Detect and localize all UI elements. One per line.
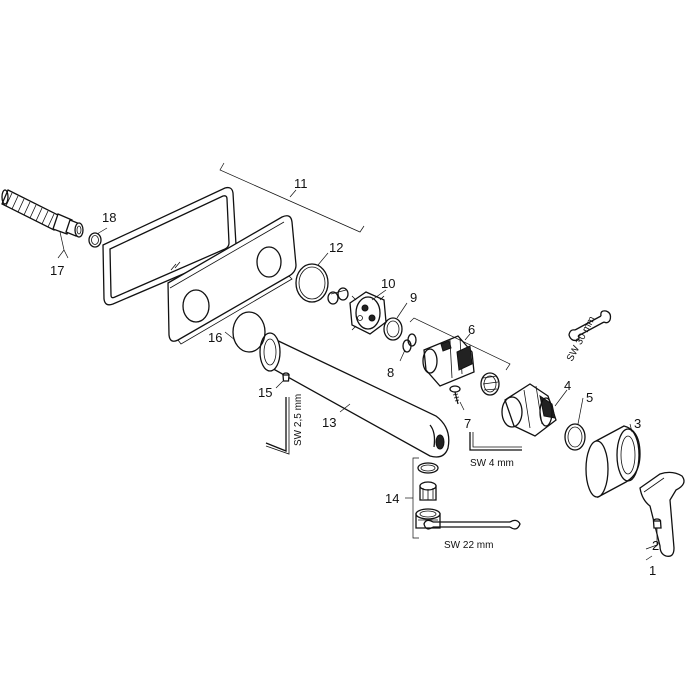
part-16-backing-seal bbox=[232, 311, 266, 353]
label-part-10: 10 bbox=[381, 276, 395, 291]
label-part-15: 15 bbox=[258, 385, 272, 400]
small-fittings bbox=[327, 287, 349, 305]
part-9-o-ring bbox=[383, 317, 403, 341]
label-part-1: 1 bbox=[649, 563, 656, 578]
part-2-grub-screw bbox=[652, 518, 662, 529]
label-part-4: 4 bbox=[564, 378, 571, 393]
wrench-30mm bbox=[568, 310, 612, 342]
label-sw-4: SW 4 mm bbox=[470, 458, 514, 469]
label-part-6: 6 bbox=[468, 322, 475, 337]
part-17-flexible-hose bbox=[1, 189, 84, 238]
part-7-screw bbox=[449, 385, 461, 405]
label-part-14: 14 bbox=[385, 491, 399, 506]
part-18-o-ring bbox=[88, 232, 102, 248]
part-8-small-rings bbox=[402, 333, 417, 353]
label-part-7: 7 bbox=[464, 416, 471, 431]
label-part-3: 3 bbox=[634, 416, 641, 431]
hex-key-2-5mm bbox=[265, 397, 290, 455]
part-4-valve-sleeve bbox=[501, 383, 557, 437]
label-sw-22: SW 22 mm bbox=[444, 540, 493, 551]
label-part-5: 5 bbox=[586, 390, 593, 405]
part-3-sleeve-cover bbox=[585, 425, 641, 499]
part-14-aerator bbox=[415, 462, 441, 529]
label-sw-2-5: SW 2,5 mm bbox=[293, 394, 304, 446]
label-part-12: 12 bbox=[329, 240, 343, 255]
label-part-11: 11 bbox=[294, 176, 308, 191]
label-part-9: 9 bbox=[410, 290, 417, 305]
part-10-cartridge-housing bbox=[349, 291, 387, 335]
label-part-2: 2 bbox=[652, 538, 659, 553]
label-part-18: 18 bbox=[102, 210, 116, 225]
label-sw-30: SW 30 mm bbox=[565, 315, 598, 364]
label-part-17: 17 bbox=[50, 263, 64, 278]
part-13-spout bbox=[259, 332, 450, 458]
label-part-16: 16 bbox=[208, 330, 222, 345]
leader-lines bbox=[57, 162, 658, 561]
part-15-screw bbox=[282, 372, 290, 382]
part-numbers: 1 2 3 4 5 6 7 8 9 10 11 12 13 14 15 16 1… bbox=[50, 176, 659, 578]
part-1-lever-handle bbox=[639, 471, 685, 557]
label-part-8: 8 bbox=[387, 365, 394, 380]
part-6-valve-cartridge bbox=[422, 335, 500, 396]
part-12-large-o-ring bbox=[295, 263, 329, 303]
part-5-o-ring bbox=[564, 423, 586, 451]
wrench-22mm bbox=[423, 519, 521, 530]
hex-key-4mm bbox=[469, 432, 522, 451]
part-11-cover-plate bbox=[167, 215, 297, 345]
label-part-13: 13 bbox=[322, 415, 336, 430]
